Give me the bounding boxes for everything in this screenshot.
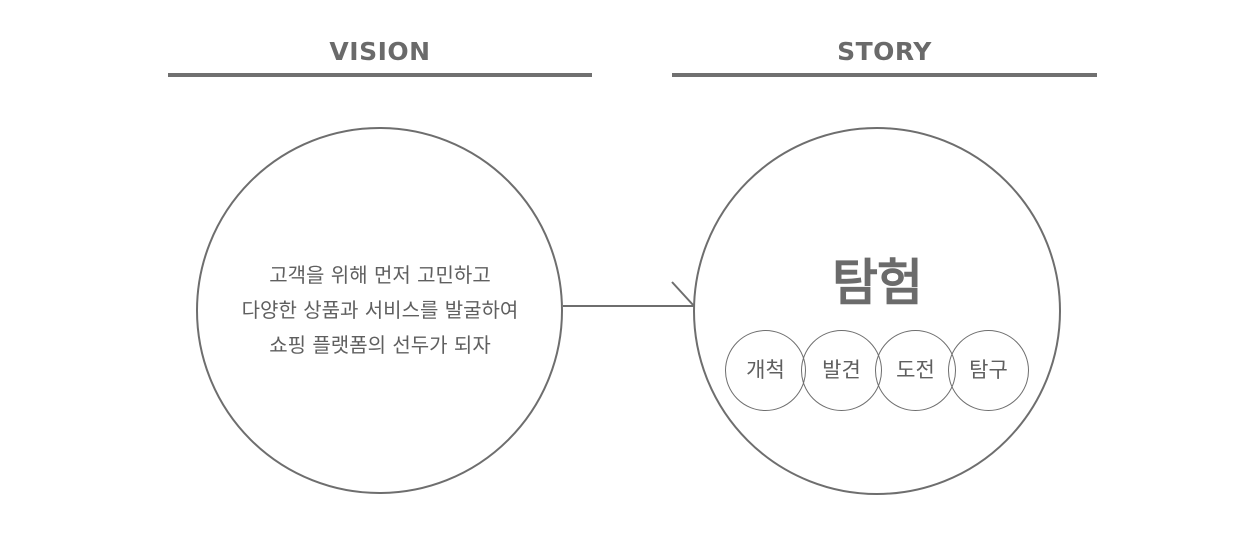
story-heading-rule xyxy=(672,73,1097,77)
story-heading: STORY xyxy=(837,37,932,66)
vision-line: 다양한 상품과 서비스를 발굴하여 xyxy=(241,298,519,322)
vision-heading: VISION xyxy=(329,37,431,66)
keyword-label: 도전 xyxy=(896,358,935,382)
connector-arrowhead xyxy=(671,281,695,307)
vision-line: 고객을 위해 먼저 고민하고 xyxy=(269,263,491,287)
keyword-label: 개척 xyxy=(746,358,785,382)
keyword-label: 발견 xyxy=(822,358,861,382)
vision-circle xyxy=(196,127,563,494)
vision-heading-rule xyxy=(168,73,592,77)
story-circle xyxy=(693,127,1061,495)
keyword-label: 탐구 xyxy=(969,358,1008,382)
story-title: 탐험 xyxy=(832,254,923,312)
vision-line: 쇼핑 플랫폼의 선두가 되자 xyxy=(269,333,491,357)
keyword-circle xyxy=(948,330,1029,411)
vision-statement: 고객을 위해 먼저 고민하고 다양한 상품과 서비스를 발굴하여 쇼핑 플랫폼의… xyxy=(200,258,560,363)
